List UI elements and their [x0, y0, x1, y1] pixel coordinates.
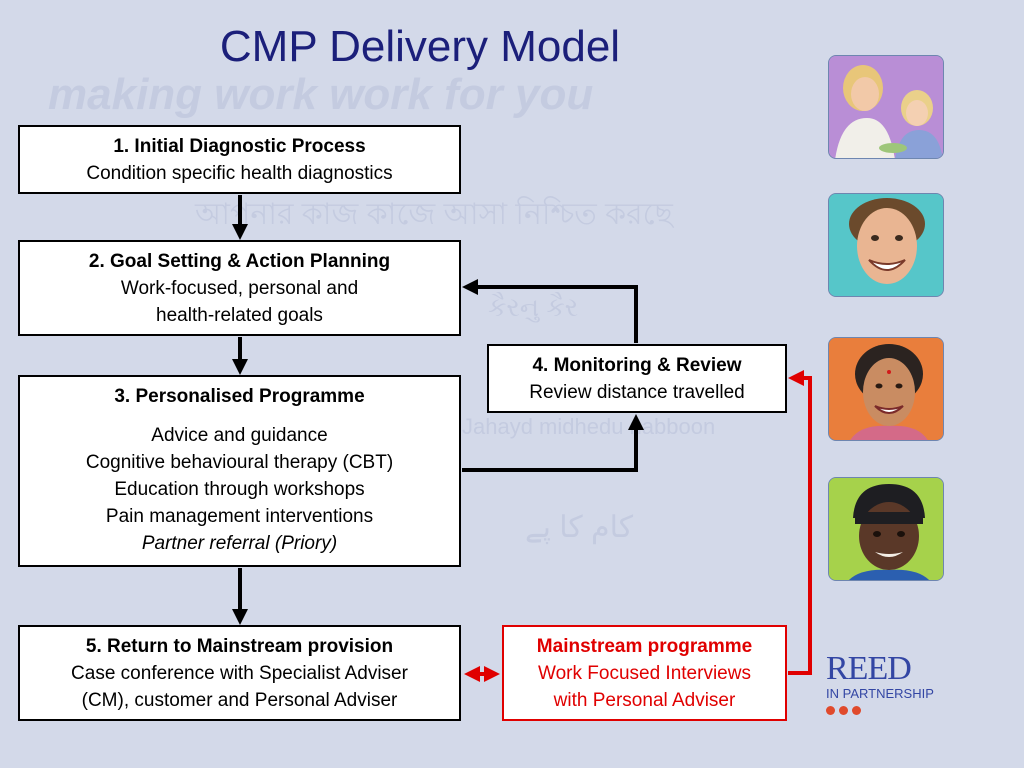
reed-logo-subtext: IN PARTNERSHIP: [826, 686, 934, 701]
page-title: CMP Delivery Model: [219, 22, 621, 71]
watermark-urdu: کام کا پے: [525, 511, 634, 544]
arrow-4-to-2: [462, 279, 638, 343]
man-in-hat-photo: [828, 477, 944, 581]
programme-line: Cognitive behavioural therapy (CBT): [85, 452, 394, 473]
smiling-man-photo: [828, 193, 944, 297]
smiling-woman-photo: [828, 337, 944, 441]
woman-and-child-photo: [828, 55, 944, 159]
return-mainstream-line: Case conference with Specialist Adviser: [71, 663, 408, 684]
goal-setting-line: health-related goals: [156, 305, 323, 326]
personalised-programme-title: 3. Personalised Programme: [114, 386, 365, 407]
initial-diagnostic-box: 1. Initial Diagnostic Process Condition …: [18, 125, 461, 194]
goal-setting-box: 2. Goal Setting & Action Planning Work-f…: [18, 240, 461, 336]
programme-partner-referral: Partner referral (Priory): [141, 533, 338, 554]
monitoring-review-box: 4. Monitoring & Review Review distance t…: [487, 344, 787, 413]
return-mainstream-line: (CM), customer and Personal Adviser: [81, 690, 398, 711]
watermark-english: making work work for you: [48, 70, 594, 119]
programme-line: Pain management interventions: [105, 506, 374, 527]
goal-setting-title: 2. Goal Setting & Action Planning: [88, 251, 391, 272]
mainstream-programme-title: Mainstream programme: [536, 636, 753, 657]
personalised-programme-box: 3. Personalised Programme Advice and gui…: [18, 375, 461, 567]
watermark-bengali: আপনার কাজ কাজে আসা নিশ্চিত করছে: [195, 198, 673, 231]
monitoring-review-title: 4. Monitoring & Review: [532, 355, 742, 376]
monitoring-review-line: Review distance travelled: [529, 382, 745, 403]
programme-line: Advice and guidance: [151, 425, 328, 446]
return-mainstream-box: 5. Return to Mainstream provision Case c…: [18, 625, 461, 721]
watermark-somali: Jahayd midhedu nabboon: [462, 414, 716, 439]
reed-logo-dots: [826, 706, 956, 715]
arrow-3-to-4: [462, 414, 644, 472]
arrow-mainstream-to-4: [788, 370, 812, 675]
initial-diagnostic-title: 1. Initial Diagnostic Process: [113, 136, 366, 157]
reed-logo-text: REED: [826, 650, 912, 687]
programme-line: Education through workshops: [114, 479, 365, 500]
watermark-gujarati: કૈરનુ કૈર: [488, 292, 579, 322]
mainstream-programme-box: Mainstream programme Work Focused Interv…: [502, 625, 787, 721]
initial-diagnostic-line: Condition specific health diagnostics: [86, 163, 393, 184]
return-mainstream-title: 5. Return to Mainstream provision: [85, 636, 394, 657]
mainstream-programme-line: with Personal Adviser: [553, 690, 736, 711]
mainstream-programme-line: Work Focused Interviews: [538, 663, 751, 684]
reed-logo: REED IN PARTNERSHIP: [826, 652, 956, 715]
goal-setting-line: Work-focused, personal and: [120, 278, 359, 299]
